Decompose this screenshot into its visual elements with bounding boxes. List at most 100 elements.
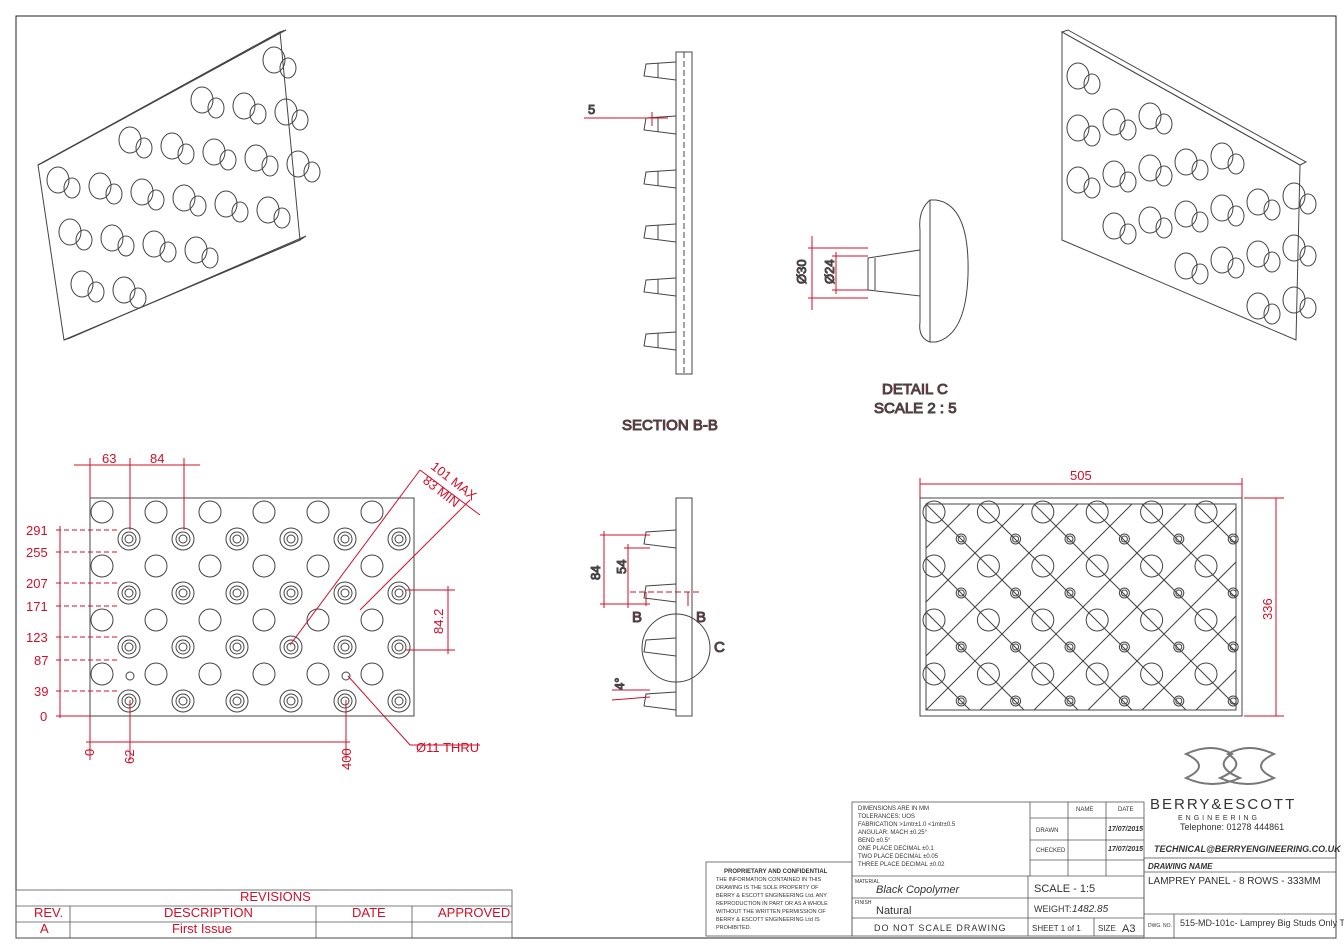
rear-stud-circle [1064, 533, 1076, 545]
dim-left-291: 291 [26, 523, 48, 538]
plain-circle [144, 500, 168, 524]
lattice-rib [979, 504, 1187, 710]
rear-stud-circle [1227, 641, 1239, 653]
stud-circle [171, 635, 195, 659]
rear-plain-circle [922, 662, 946, 686]
iso-stud [1246, 188, 1281, 221]
iso-stud [118, 126, 153, 159]
plain-circle [144, 554, 168, 578]
iso-stud [232, 92, 267, 125]
tolerance-line: ANGULAR: MACH ±0.25° [858, 830, 928, 836]
iso-stud [1102, 108, 1137, 141]
dim-left-87: 87 [34, 653, 48, 668]
rear-stud-circle [1010, 641, 1022, 653]
proprietary-title: PROPRIETARY AND CONFIDENTIAL [724, 869, 828, 875]
tolerance-line: DIMENSIONS ARE IN MM [858, 806, 929, 812]
iso-stud [1174, 252, 1209, 285]
rear-stud-circle [1118, 641, 1130, 653]
rear-plain-circle [976, 554, 1000, 578]
rear-stud-circle [1173, 695, 1185, 707]
rear-plain-circle [922, 554, 946, 578]
dwg-no: 515-MD-101c- Lamprey Big Studs Only Tile… [1180, 918, 1344, 928]
iso-stud [1174, 200, 1209, 233]
iso-stud [1138, 154, 1173, 187]
rear-plain-circle [1085, 554, 1109, 578]
side-stud [643, 583, 677, 603]
rear-stud-circle [1064, 695, 1076, 707]
rev-header-approved: APPROVED [438, 905, 510, 920]
iso-view-left [37, 29, 321, 341]
rear-plain-circle [1031, 662, 1055, 686]
plain-circle [252, 608, 276, 632]
stud-circle [387, 635, 411, 659]
lattice-rib [926, 611, 1025, 710]
drawing-name: LAMPREY PANEL - 8 ROWS - 333MM [1148, 876, 1321, 887]
side-view: 84 54 B B C 4° [588, 497, 726, 717]
iso-stud [214, 190, 249, 223]
iso-stud [1138, 206, 1173, 239]
revisions-table: REVISIONS REV. DESCRIPTION DATE APPROVED… [15, 889, 513, 939]
rear-plain-circle [1140, 554, 1164, 578]
lattice-rib [926, 504, 1079, 657]
iso-stud [46, 166, 81, 199]
section-label: SECTION B-B [622, 417, 718, 434]
plain-circle [306, 554, 330, 578]
side-stud [643, 637, 677, 657]
plain-circle [252, 554, 276, 578]
scale-value: SCALE - 1:5 [1034, 883, 1095, 895]
rear-stud-circle [1118, 533, 1130, 545]
iso-stud [1066, 114, 1101, 147]
front-view: 63 84 101 MAX 83 MIN 291 255 207 171 123… [26, 451, 481, 770]
iso-stud [1174, 148, 1209, 181]
material-label: MATERIAL [855, 879, 880, 885]
stud-circle [387, 527, 411, 551]
dim-left-255: 255 [26, 545, 48, 560]
rev-row-rev: A [40, 921, 49, 936]
rear-stud-circle [1173, 641, 1185, 653]
rear-view: 505 336 [710, 468, 1344, 717]
plain-circle [198, 500, 222, 524]
rear-plain-circle [1140, 608, 1164, 632]
section-stud [643, 277, 677, 297]
stud-circle [333, 527, 357, 551]
dim-bottom-400: 400 [339, 748, 354, 770]
rear-stud-circle [1173, 587, 1185, 599]
section-stud [643, 223, 677, 243]
iso-stud [1210, 246, 1245, 279]
stud-circle [117, 527, 141, 551]
rear-stud-circle [1227, 533, 1239, 545]
iso-stud [172, 184, 207, 217]
plain-circle [90, 662, 114, 686]
iso-stud [112, 276, 147, 309]
plain-circle [252, 500, 276, 524]
proprietary-line: DRAWING IS THE SOLE PROPERTY OF [716, 885, 819, 891]
iso-stud [1102, 212, 1137, 245]
rear-stud-circle [1173, 533, 1185, 545]
iso-stud [256, 196, 291, 229]
iso-stud [1282, 286, 1317, 319]
lattice-rib [1304, 504, 1344, 710]
dim-left-207: 207 [26, 576, 48, 591]
rear-plain-circle [1194, 500, 1218, 524]
iso-stud [1246, 240, 1281, 273]
iso-stud [1066, 166, 1101, 199]
lattice-rib [1141, 615, 1236, 710]
section-mark-b-right: B [696, 609, 706, 626]
rev-row-description: First Issue [172, 921, 232, 936]
lattice-rib [1087, 561, 1236, 710]
lattice-rib [710, 504, 916, 710]
date-header: DATE [1118, 807, 1134, 813]
stud-circle [117, 581, 141, 605]
stud-circle [333, 581, 357, 605]
stud-circle [117, 689, 141, 713]
stud-circle [387, 581, 411, 605]
revisions-title: REVISIONS [240, 889, 311, 904]
finish-label: FINISH [855, 900, 872, 906]
iso-stud [130, 178, 165, 211]
size-value: A3 [1122, 923, 1135, 935]
rear-stud-circle [1064, 641, 1076, 653]
stud-circle [279, 635, 303, 659]
stud-circle [117, 635, 141, 659]
company-logo: BERRY&ESCOTT ENGINEERING Telephone: 0127… [1150, 747, 1342, 854]
plain-circle [360, 554, 384, 578]
